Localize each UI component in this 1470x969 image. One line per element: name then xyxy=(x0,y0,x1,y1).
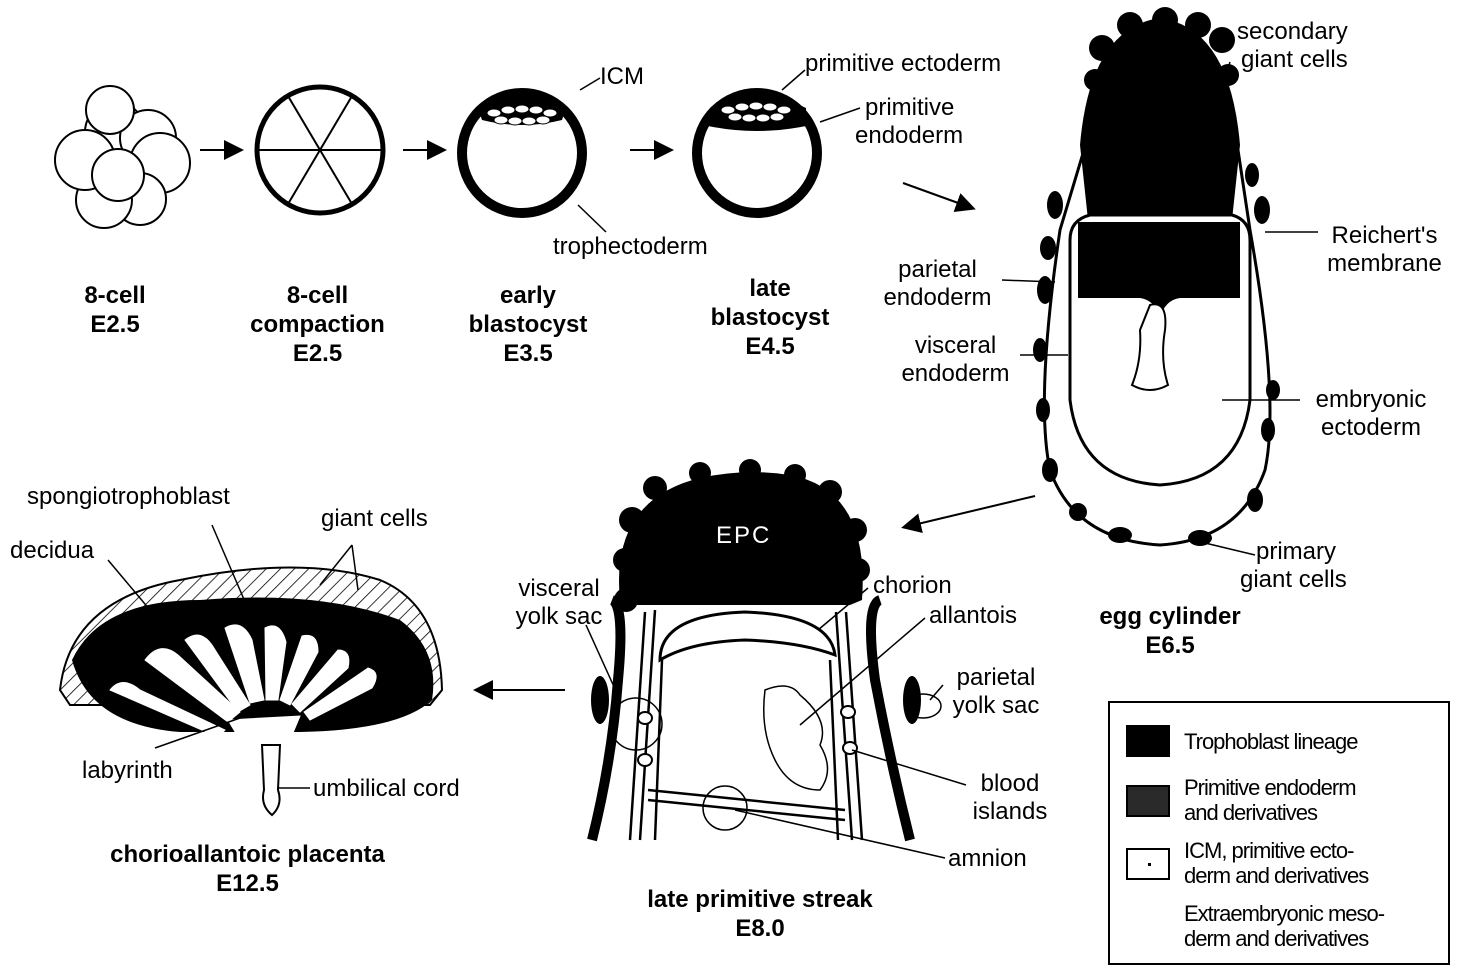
label-primary-giant-cells: primarygiant cells xyxy=(1240,538,1347,594)
label-parietal-yolk-sac: parietalyolk sac xyxy=(940,664,1052,720)
legend-swatch-solid xyxy=(1126,725,1170,757)
label-giant-cells: giant cells xyxy=(321,505,428,533)
stage-compaction: 8-cellcompactionE2.5 xyxy=(230,281,405,368)
legend: Trophoblast lineage Primitive endoderman… xyxy=(1108,701,1450,965)
label-primitive-ectoderm: primitive ectoderm xyxy=(805,50,1001,78)
label-decidua: decidua xyxy=(10,537,94,565)
stage-late-blastocyst: lateblastocystE4.5 xyxy=(690,274,850,361)
label-epc: EPC xyxy=(716,522,771,550)
eight-cell-embryo xyxy=(55,86,190,228)
label-primitive-endoderm: primitiveendoderm xyxy=(855,94,963,150)
label-secondary-giant-cells: secondarygiant cells xyxy=(1237,18,1348,74)
early-blastocyst-embryo xyxy=(462,78,606,232)
legend-swatch-stipple xyxy=(1126,785,1170,817)
label-visceral-yolk-sac: visceralyolk sac xyxy=(505,575,613,631)
stage-early-blastocyst: earlyblastocystE3.5 xyxy=(448,281,608,368)
late-blastocyst-embryo xyxy=(697,70,860,213)
legend-swatch-dotted xyxy=(1126,848,1170,880)
arrow-4 xyxy=(903,183,972,208)
label-embryonic-ectoderm: embryonicectoderm xyxy=(1300,386,1442,442)
stage-eight-cell: 8-cellE2.5 xyxy=(60,281,170,339)
egg-cylinder-embryo xyxy=(1002,7,1318,555)
stage-primitive-streak: late primitive streakE8.0 xyxy=(610,885,910,943)
label-visceral-endoderm: visceralendoderm xyxy=(888,332,1023,388)
primitive-streak-embryo xyxy=(586,459,966,858)
label-blood-islands: bloodislands xyxy=(962,770,1058,826)
arrow-5 xyxy=(905,496,1035,527)
label-spongiotrophoblast: spongiotrophoblast xyxy=(27,483,230,511)
label-allantois: allantois xyxy=(929,602,1017,630)
label-parietal-endoderm: parietalendoderm xyxy=(870,256,1005,312)
stage-placenta: chorioallantoic placentaE12.5 xyxy=(70,840,425,898)
label-umbilical-cord: umbilical cord xyxy=(313,775,460,803)
label-chorion: chorion xyxy=(873,572,952,600)
label-icm: ICM xyxy=(600,63,644,91)
label-reicherts-membrane: Reichert'smembrane xyxy=(1312,222,1457,278)
label-labyrinth: labyrinth xyxy=(82,757,173,785)
label-amnion: amnion xyxy=(948,845,1027,873)
stage-egg-cylinder: egg cylinderE6.5 xyxy=(1075,602,1265,660)
compaction-embryo xyxy=(257,87,383,213)
label-trophectoderm: trophectoderm xyxy=(553,233,708,261)
